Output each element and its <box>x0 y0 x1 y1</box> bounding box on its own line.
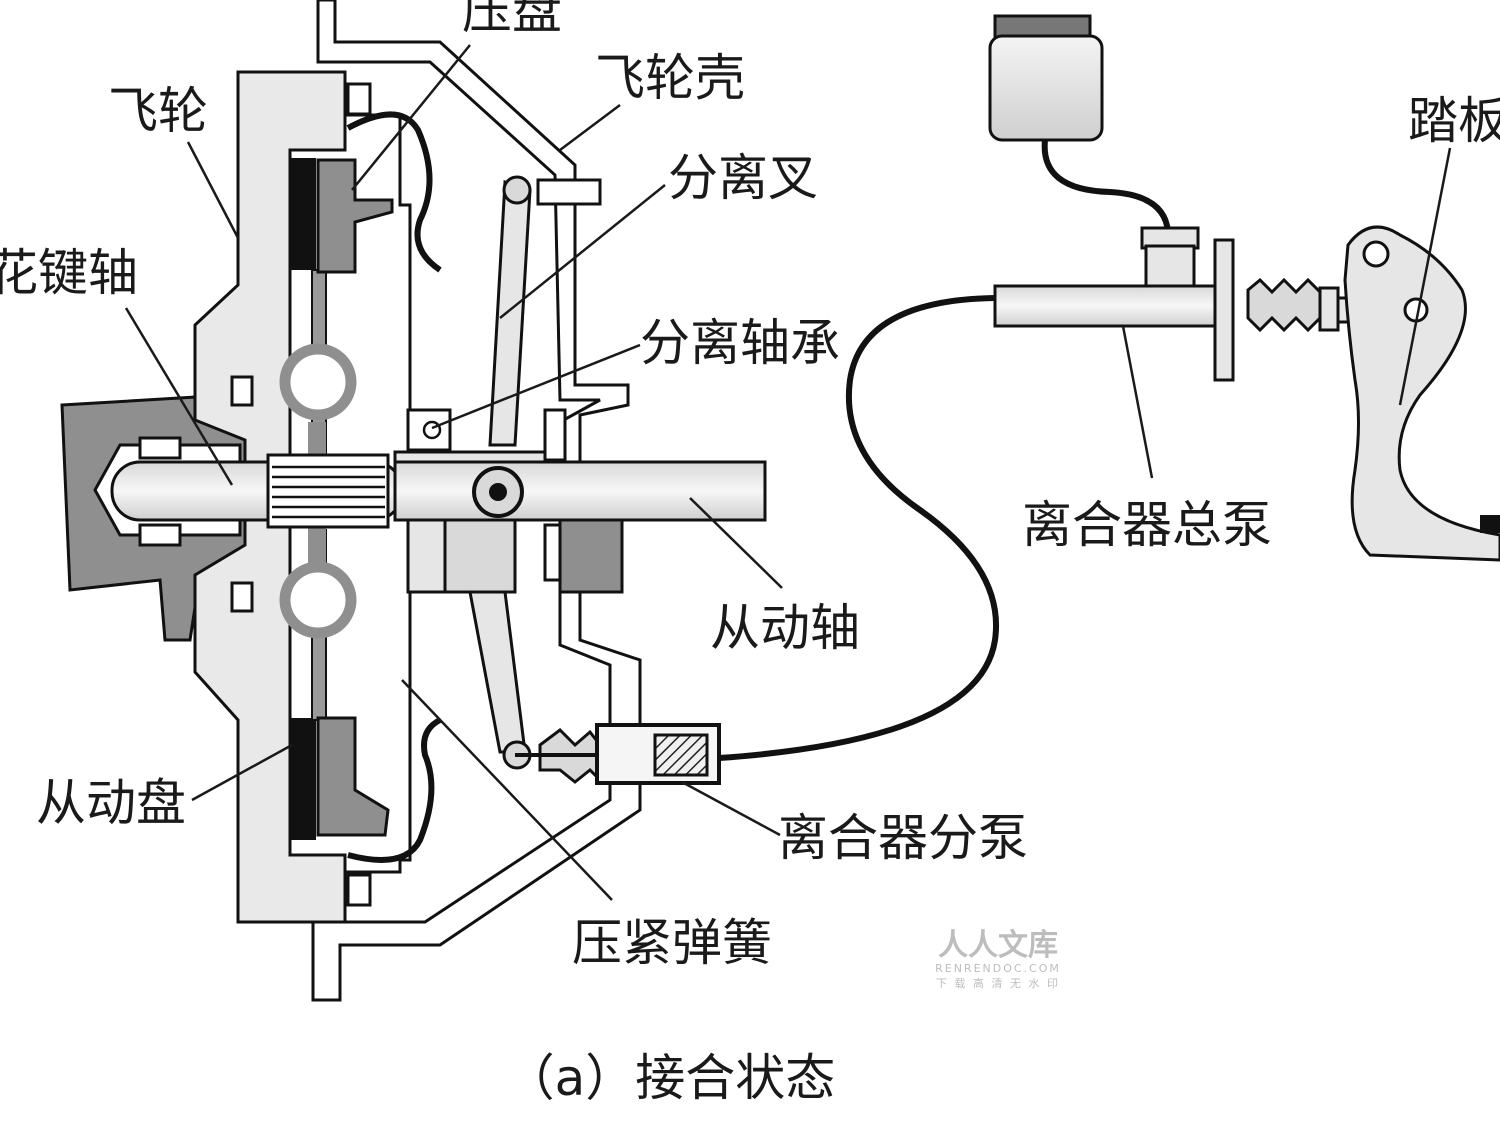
release-bearing-ball <box>422 420 442 440</box>
friction-lining-bottom <box>290 718 316 840</box>
leader-slave-cylinder <box>681 780 781 837</box>
leader-release-fork <box>499 184 666 319</box>
flywheel-bolts <box>138 82 372 907</box>
spline-teeth <box>272 465 385 519</box>
master-inlet-body <box>1144 244 1196 288</box>
master-cylinder-body <box>993 284 1225 328</box>
damper-spring-bottom <box>279 561 357 639</box>
hydraulic-hose <box>718 295 999 761</box>
slave-cylinder <box>515 723 721 785</box>
leader-driven-disc <box>191 743 293 802</box>
reservoir-tank <box>988 34 1104 142</box>
master-cylinder-assembly <box>988 14 1420 382</box>
release-fork-arm <box>488 179 532 447</box>
bolt <box>230 375 254 407</box>
bolt <box>138 436 182 460</box>
bolt <box>230 581 254 613</box>
fork-stop <box>536 178 602 206</box>
bolt <box>346 873 372 907</box>
flywheel-housing <box>311 0 642 1002</box>
label-pressure-plate: 压盘 <box>462 0 562 40</box>
pedal-arm <box>1343 225 1500 562</box>
pushrod-collar <box>1318 286 1340 332</box>
diaphragm-spring-bottom <box>347 717 442 863</box>
figure-caption: （a）接合状态 <box>505 1049 836 1107</box>
label-flywheel: 飞轮 <box>108 82 208 140</box>
bolt <box>138 523 182 547</box>
bolt <box>346 82 372 116</box>
leader-pressure-spring <box>401 679 613 901</box>
leader-pressure-plate <box>351 44 471 191</box>
label-flywheel-housing: 飞轮壳 <box>595 49 745 107</box>
leader-lines <box>124 44 1452 901</box>
release-fork-lower <box>468 590 527 754</box>
fork-top-pin <box>502 175 532 205</box>
label-driven-shaft: 从动轴 <box>710 599 860 657</box>
watermark-brand: 人人文库 <box>938 928 1058 963</box>
leader-flywheel-housing <box>559 104 621 151</box>
watermark: 人人文库 RENRENDOC.COM 下 载 高 清 无 水 印 <box>935 928 1061 990</box>
labels: 压盘 飞轮壳 飞轮 分离叉 踏板 花键轴 分离轴承 离合器总泵 从动轴 从动盘 … <box>0 0 1500 972</box>
label-spline-shaft: 花键轴 <box>0 244 138 302</box>
leader-flywheel <box>186 141 240 239</box>
label-driven-disc: 从动盘 <box>36 774 186 832</box>
diaphragm-spring-top <box>346 111 442 273</box>
pedal-pivot <box>1362 240 1390 268</box>
fork-pivot-pin <box>489 483 507 501</box>
clutch-assembly <box>60 0 767 1002</box>
label-slave-cylinder: 离合器分泵 <box>778 809 1028 867</box>
label-release-bearing: 分离轴承 <box>640 314 840 372</box>
pressure-plate-bottom <box>316 716 390 837</box>
leader-spline-shaft <box>124 307 234 486</box>
friction-lining-top <box>290 158 316 270</box>
damper-spring-top <box>279 343 357 421</box>
leader-driven-shaft <box>689 497 783 589</box>
pedal-pad <box>1480 515 1500 533</box>
leader-pedal <box>1398 147 1452 406</box>
label-pedal: 踏板 <box>1408 92 1500 150</box>
clutch-pedal <box>1343 225 1500 562</box>
slave-piston <box>653 733 709 777</box>
housing-seal-top <box>543 408 567 462</box>
label-master-cylinder: 离合器总泵 <box>1022 496 1272 554</box>
master-flange <box>1213 238 1235 382</box>
damper-hub-bottom <box>308 525 326 565</box>
label-release-fork: 分离叉 <box>668 149 818 207</box>
driven-shaft <box>393 460 767 522</box>
output-bearing-block <box>558 518 624 594</box>
watermark-slogan: 下 载 高 清 无 水 印 <box>936 976 1060 990</box>
watermark-domain: RENRENDOC.COM <box>935 962 1061 975</box>
leader-master-cylinder <box>1121 325 1154 479</box>
damper-hub-top <box>308 422 326 462</box>
release-bearing <box>406 408 452 452</box>
reservoir-hose <box>1041 139 1171 233</box>
leader-release-bearing <box>431 343 641 430</box>
label-pressure-spring: 压紧弹簧 <box>572 914 772 972</box>
pressure-plate-top <box>316 158 394 274</box>
master-boot <box>1246 277 1322 333</box>
